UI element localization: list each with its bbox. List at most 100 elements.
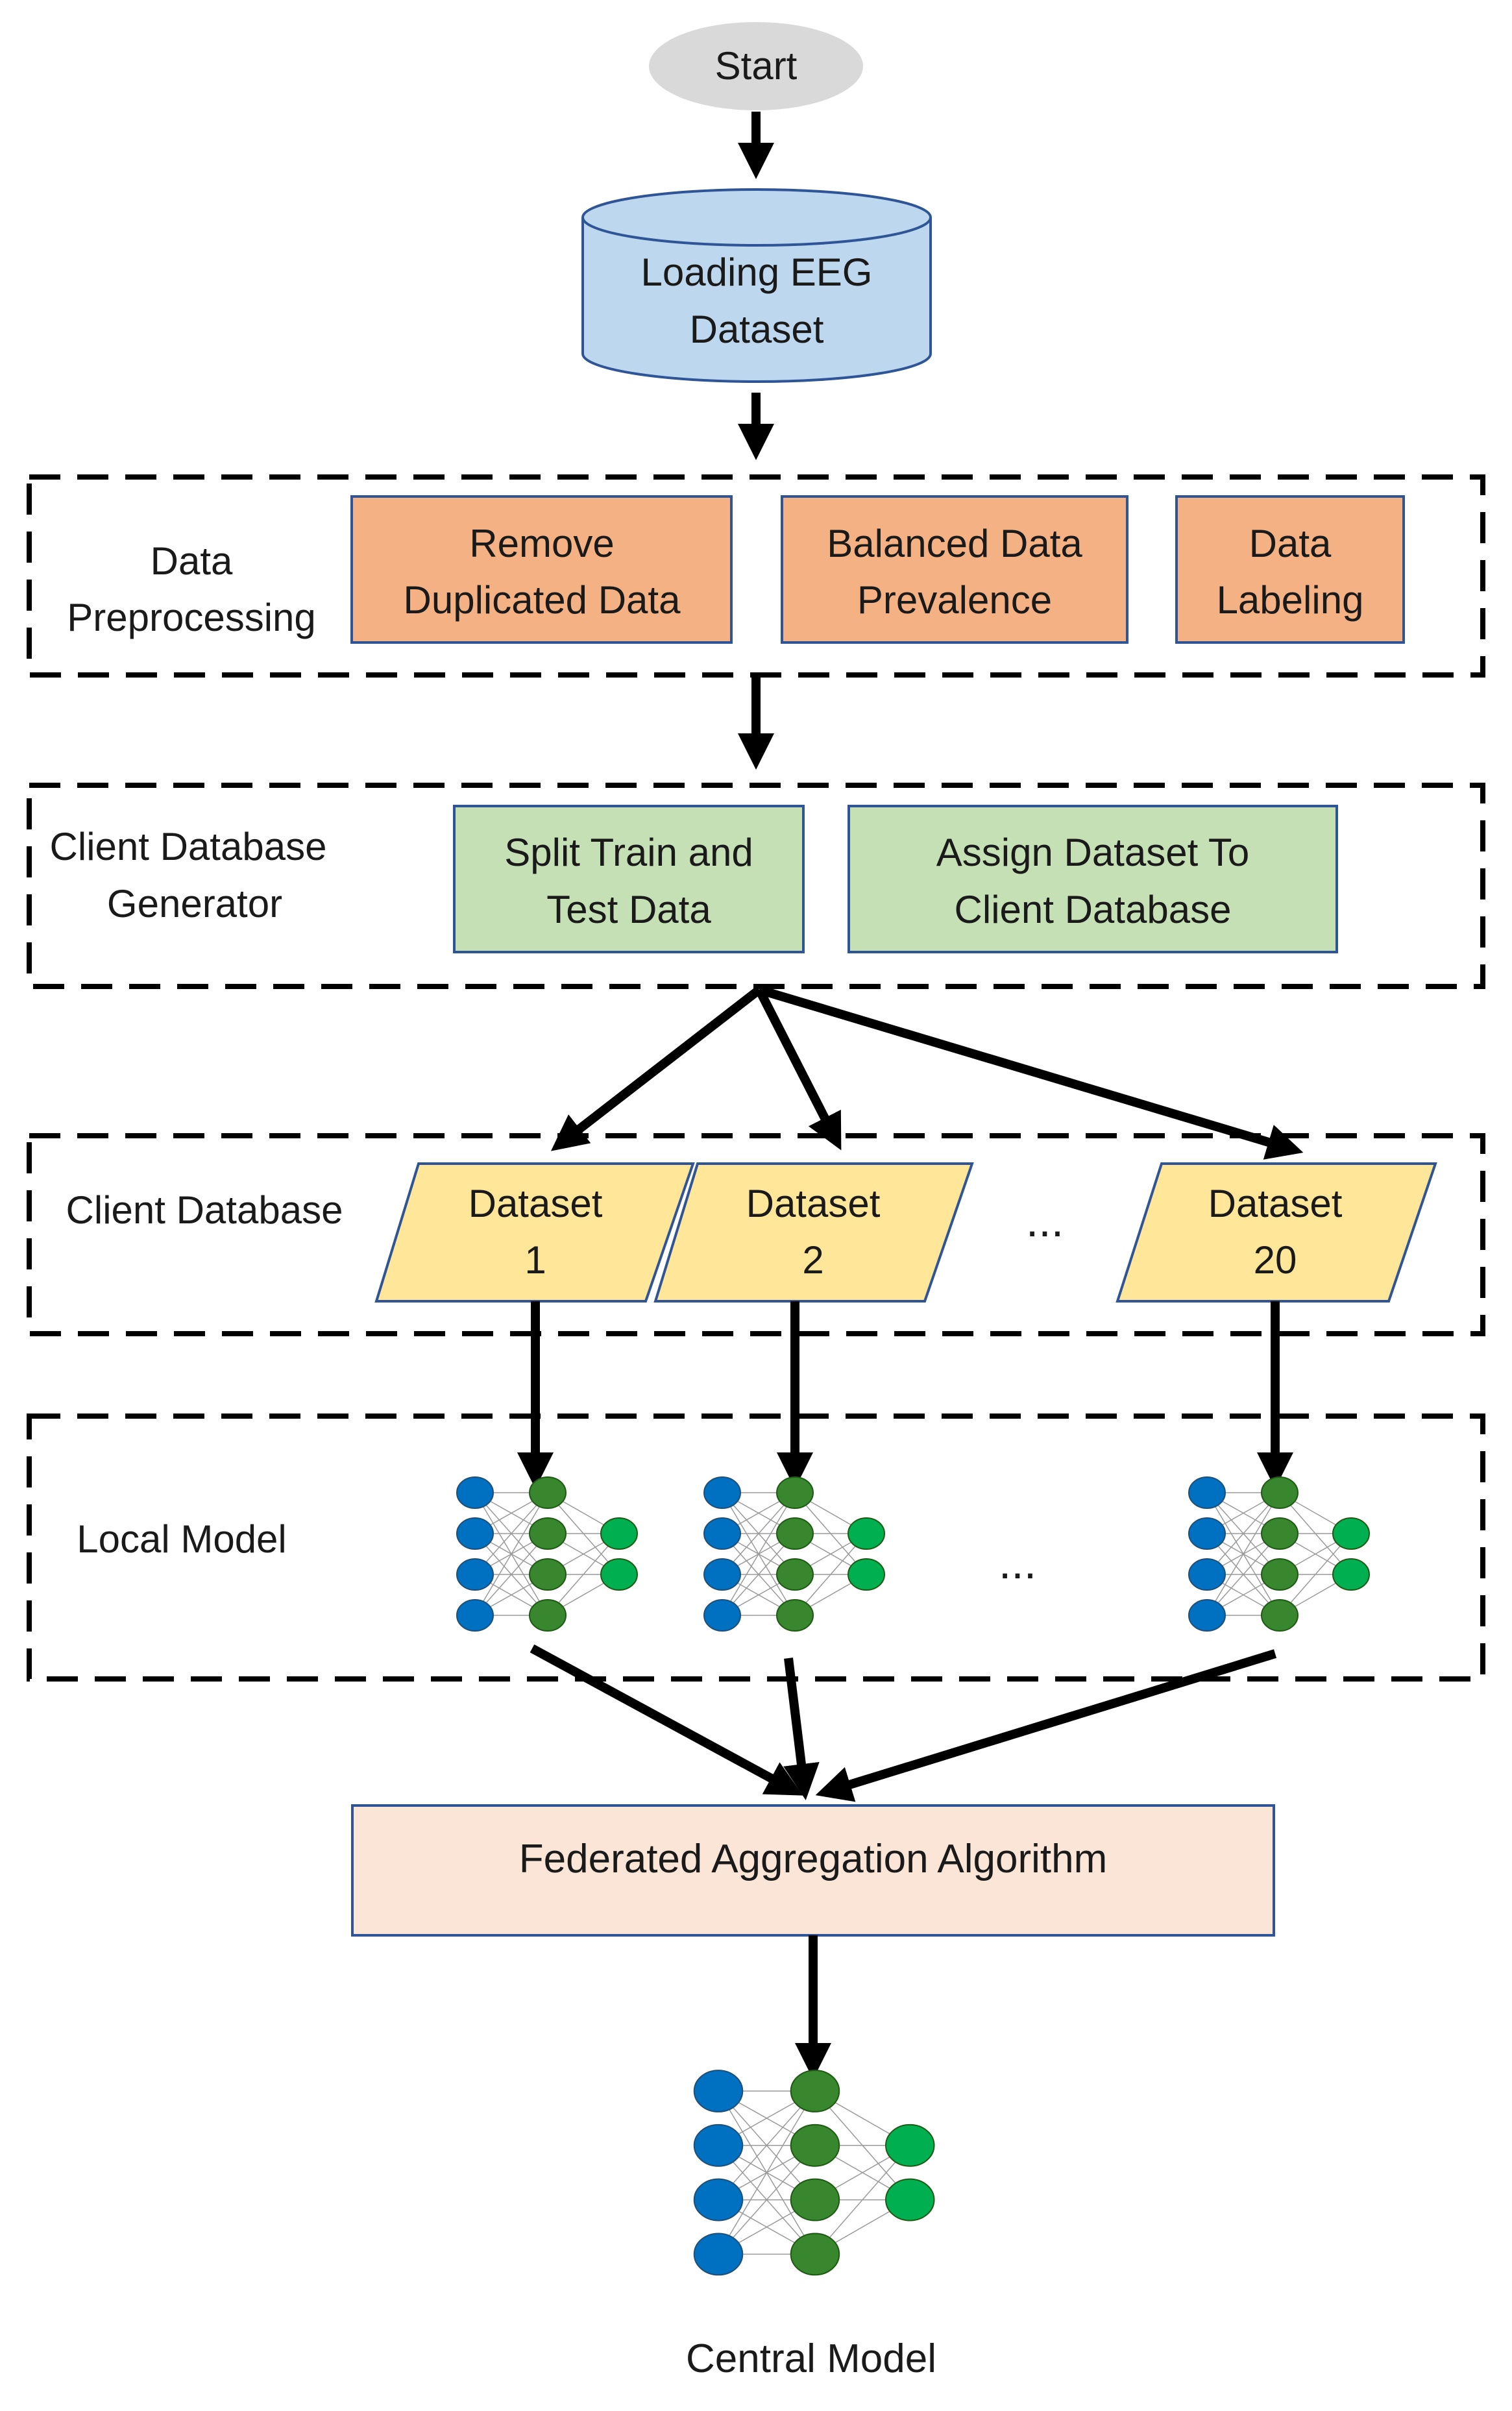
database-label-line1: Loading EEG bbox=[641, 251, 873, 294]
arrow-model-20-to-aggregation bbox=[815, 1649, 1277, 1802]
nn-input-node bbox=[703, 1476, 741, 1509]
remove-duplicated-line2: Duplicated Data bbox=[404, 578, 681, 622]
assign-dataset-line2: Client Database bbox=[955, 888, 1232, 931]
dataset-1-line1: Dataset bbox=[469, 1182, 603, 1225]
dataset-20-line1: Dataset bbox=[1208, 1182, 1343, 1225]
nn-hidden-node bbox=[529, 1599, 567, 1632]
generator-label-line2: Generator bbox=[107, 882, 282, 925]
dataset-20: Dataset 20 bbox=[1116, 1162, 1437, 1303]
nn-input-node bbox=[703, 1599, 741, 1632]
assign-dataset-line1: Assign Dataset To bbox=[936, 831, 1250, 874]
local-model-label: Local Model bbox=[77, 1517, 287, 1561]
nn-connection bbox=[722, 1492, 796, 1575]
nn-output-node bbox=[885, 2123, 935, 2167]
remove-duplicated-box: Remove Duplicated Data bbox=[350, 495, 733, 644]
nn-output-node bbox=[600, 1558, 638, 1591]
dataset-2: Dataset 2 bbox=[653, 1162, 974, 1303]
nn-hidden-node bbox=[790, 2123, 840, 2167]
nn-input-node bbox=[456, 1476, 494, 1509]
generator-label-line1: Client Database bbox=[50, 825, 327, 868]
nn-hidden-node bbox=[776, 1517, 814, 1550]
balanced-data-box: Balanced Data Prevalence bbox=[781, 495, 1128, 644]
balanced-data-line1: Balanced Data bbox=[827, 522, 1082, 565]
aggregation-box: Federated Aggregation Algorithm bbox=[351, 1804, 1275, 1937]
nn-connection bbox=[718, 2090, 816, 2255]
nn-input-node bbox=[693, 2123, 744, 2167]
nn-connection bbox=[718, 2145, 816, 2255]
data-labeling-line1: Data bbox=[1249, 522, 1332, 565]
nn-output-node bbox=[1332, 1517, 1370, 1550]
client-database-group: Client Database Dataset 1 Dataset 2 ... … bbox=[27, 1133, 1485, 1336]
dataset-1: Dataset 1 bbox=[374, 1162, 695, 1303]
nn-hidden-node bbox=[776, 1476, 814, 1509]
client-database-ellipsis: ... bbox=[1026, 1195, 1064, 1246]
nn-connection bbox=[722, 1492, 796, 1616]
central-neural-network bbox=[693, 2070, 935, 2276]
nn-connection bbox=[718, 2090, 816, 2201]
nn-output-node bbox=[885, 2178, 935, 2221]
dataset-20-line2: 20 bbox=[1254, 1238, 1297, 1282]
nn-hidden-node bbox=[790, 2070, 840, 2112]
nn-connection bbox=[474, 1492, 548, 1575]
start-node: Start bbox=[649, 22, 863, 110]
nn-connection bbox=[474, 1492, 548, 1616]
preprocessing-label-line1: Data bbox=[151, 539, 233, 583]
nn-connection bbox=[794, 1533, 867, 1616]
nn-input-node bbox=[456, 1599, 494, 1632]
nn-hidden-node bbox=[529, 1517, 567, 1550]
nn-input-node bbox=[1188, 1517, 1226, 1550]
nn-input-node bbox=[703, 1558, 741, 1591]
nn-input-node bbox=[703, 1517, 741, 1550]
nn-input-node bbox=[1188, 1476, 1226, 1509]
nn-connection bbox=[1206, 1492, 1280, 1616]
nn-input-node bbox=[1188, 1599, 1226, 1632]
nn-connection bbox=[1206, 1492, 1280, 1575]
remove-duplicated-line1: Remove bbox=[469, 522, 614, 565]
nn-connection bbox=[547, 1533, 620, 1616]
nn-input-node bbox=[456, 1558, 494, 1591]
client-database-label: Client Database bbox=[66, 1188, 343, 1232]
split-train-test-box: Split Train and Test Data bbox=[453, 805, 805, 953]
nn-input-node bbox=[693, 2178, 744, 2221]
dataset-2-line1: Dataset bbox=[746, 1182, 881, 1225]
database-label-line2: Dataset bbox=[690, 308, 824, 351]
nn-output-node bbox=[1332, 1558, 1370, 1591]
nn-hidden-node bbox=[790, 2178, 840, 2221]
nn-output-node bbox=[847, 1558, 885, 1591]
nn-output-node bbox=[847, 1517, 885, 1550]
local-neural-network-1 bbox=[456, 1476, 638, 1632]
nn-hidden-node bbox=[529, 1558, 567, 1591]
arrow-generator-to-dataset-1 bbox=[550, 986, 762, 1151]
local-neural-network-2 bbox=[703, 1476, 885, 1632]
aggregation-label: Federated Aggregation Algorithm bbox=[519, 1837, 1107, 1881]
nn-hidden-node bbox=[1261, 1476, 1299, 1509]
nn-hidden-node bbox=[776, 1599, 814, 1632]
preprocessing-group: Data Preprocessing Remove Duplicated Dat… bbox=[27, 474, 1485, 678]
nn-input-node bbox=[693, 2070, 744, 2112]
arrow-model-2-to-aggregation bbox=[783, 1658, 820, 1800]
nn-connection bbox=[814, 2145, 910, 2255]
nn-hidden-node bbox=[1261, 1517, 1299, 1550]
nn-input-node bbox=[693, 2233, 744, 2276]
nn-hidden-node bbox=[1261, 1558, 1299, 1591]
nn-output-node bbox=[600, 1517, 638, 1550]
start-label: Start bbox=[715, 44, 798, 88]
nn-hidden-node bbox=[776, 1558, 814, 1591]
arrow-model-1-to-aggregation bbox=[530, 1644, 803, 1796]
nn-input-node bbox=[1188, 1558, 1226, 1591]
database-cylinder: Loading EEG Dataset bbox=[581, 188, 932, 383]
split-train-test-line1: Split Train and bbox=[504, 831, 753, 874]
local-neural-network-20 bbox=[1188, 1476, 1370, 1632]
nn-connection bbox=[1206, 1533, 1280, 1616]
generator-group: Client Database Generator Split Train an… bbox=[27, 783, 1485, 989]
nn-hidden-node bbox=[790, 2233, 840, 2276]
split-train-test-line2: Test Data bbox=[546, 888, 711, 931]
local-model-group: Local Model ... bbox=[27, 1414, 1485, 1682]
nn-hidden-node bbox=[529, 1476, 567, 1509]
nn-connection bbox=[474, 1533, 548, 1616]
data-labeling-box: Data Labeling bbox=[1175, 495, 1405, 644]
balanced-data-line2: Prevalence bbox=[857, 578, 1052, 622]
preprocessing-label-line2: Preprocessing bbox=[67, 596, 316, 639]
dataset-2-line2: 2 bbox=[802, 1238, 823, 1282]
